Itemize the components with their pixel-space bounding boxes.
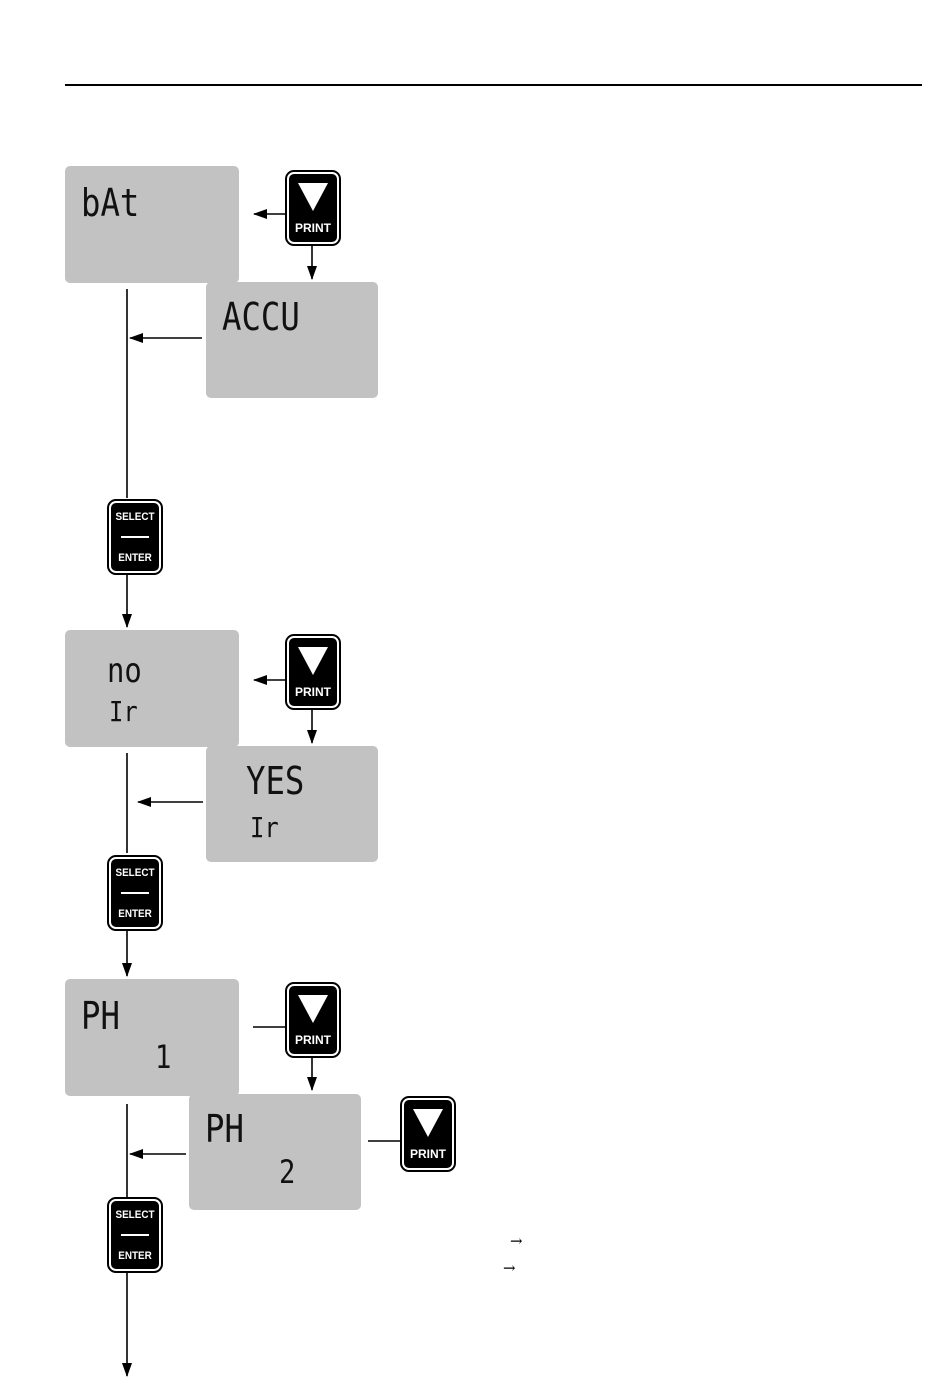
enter-label: ENTER [113, 908, 156, 920]
select-enter-button[interactable]: SELECT ENTER [109, 1199, 161, 1271]
down-triangle-icon [298, 995, 328, 1023]
divider [121, 1234, 149, 1236]
enter-label: ENTER [113, 552, 156, 564]
select-label: SELECT [113, 511, 156, 523]
lcd-line1: no [107, 654, 142, 688]
print-label: PRINT [404, 1147, 452, 1161]
down-triangle-icon [298, 647, 328, 675]
print-label: PRINT [289, 221, 337, 235]
print-button[interactable]: PRINT [287, 172, 339, 244]
lcd-line2: Ir [109, 698, 138, 726]
print-label: PRINT [289, 685, 337, 699]
right-arrow-icon: → [510, 1232, 523, 1250]
print-button[interactable]: PRINT [287, 984, 339, 1056]
lcd-bat: bAt [65, 166, 239, 283]
lcd-accu: ACCU [206, 282, 378, 398]
divider [121, 892, 149, 894]
lcd-yes-ir: YES Ir [206, 746, 378, 862]
lcd-line1: bAt [81, 184, 139, 222]
print-label: PRINT [289, 1033, 337, 1047]
down-triangle-icon [413, 1109, 443, 1137]
lcd-line2: Ir [250, 814, 279, 842]
select-enter-button[interactable]: SELECT ENTER [109, 501, 161, 573]
lcd-line1: ACCU [222, 298, 300, 336]
down-triangle-icon [298, 183, 328, 211]
lcd-ph-2: PH 2 [189, 1094, 361, 1210]
print-button[interactable]: PRINT [287, 636, 339, 708]
enter-label: ENTER [113, 1250, 156, 1262]
lcd-line1: PH [81, 997, 120, 1035]
lcd-line1: PH [205, 1110, 244, 1148]
lcd-line2: 1 [155, 1041, 171, 1073]
print-button[interactable]: PRINT [402, 1098, 454, 1170]
right-arrow-icon: → [503, 1259, 516, 1277]
lcd-no-ir: no Ir [65, 630, 239, 747]
select-label: SELECT [113, 867, 156, 879]
divider [121, 536, 149, 538]
lcd-line2: 2 [279, 1156, 295, 1188]
select-enter-button[interactable]: SELECT ENTER [109, 857, 161, 929]
select-label: SELECT [113, 1209, 156, 1221]
lcd-ph-1: PH 1 [65, 979, 239, 1096]
lcd-line1: YES [246, 762, 304, 800]
